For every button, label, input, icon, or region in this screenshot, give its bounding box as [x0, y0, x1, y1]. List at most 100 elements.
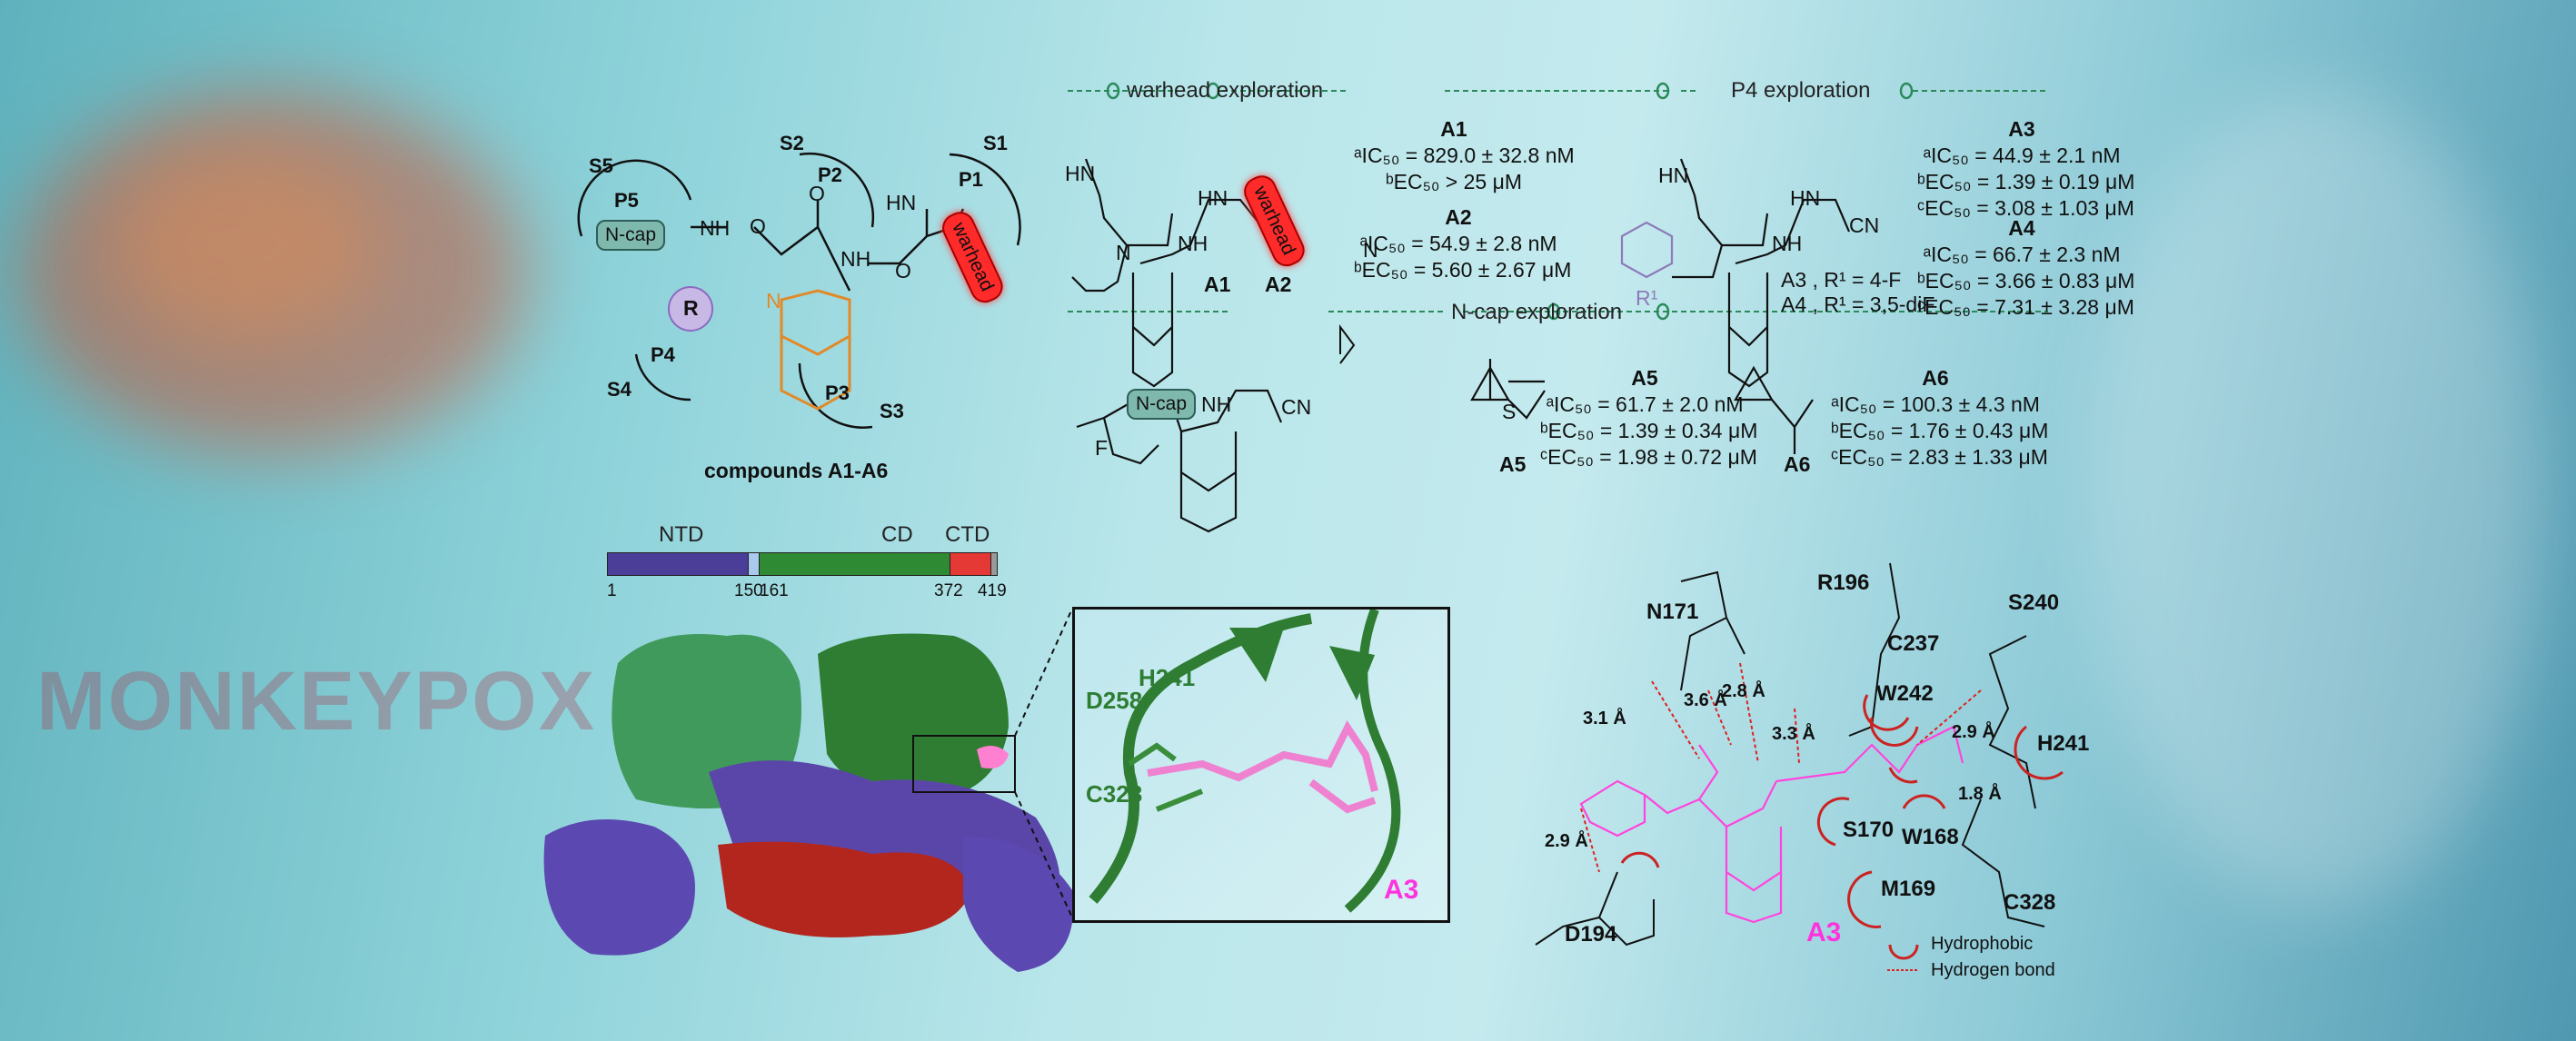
tick-372: 372: [934, 581, 963, 600]
binding-site-inset: D258 H241 C328 A3: [1072, 607, 1450, 923]
residue-c237: C237: [1887, 631, 1940, 656]
r-group-label: R: [683, 296, 699, 320]
scaffold-o-1: O: [750, 214, 766, 238]
scaffold-hn: HN: [886, 191, 917, 214]
a4-name: A4: [2008, 216, 2035, 240]
a1-ec50: ᵇEC₅₀ > 25 μM: [1385, 170, 1523, 193]
distance-3-6: 3.6 Å: [1684, 690, 1727, 710]
a2-ec50: ᵇEC₅₀ = 5.60 ± 2.67 μM: [1354, 258, 1572, 282]
scaffold-nh-2: NH: [840, 247, 871, 271]
a5-name: A5: [1631, 366, 1658, 390]
pocket-s2: S2: [780, 132, 804, 154]
domain-label-cd: CD: [881, 522, 913, 547]
pocket-s3: S3: [880, 400, 904, 422]
a3-r1-definition: A3 , R¹ = 4-F: [1781, 268, 1902, 292]
legend-hydrogen-bond: Hydrogen bond: [1931, 960, 2055, 980]
a6-name: A6: [1922, 366, 1949, 390]
distance-3-3: 3.3 Å: [1772, 724, 1815, 744]
virus-blur-highlight: [109, 145, 382, 345]
a6-label-small: A6: [1784, 452, 1811, 476]
residue-w242: W242: [1876, 681, 1934, 706]
inset-residue-h241: H241: [1139, 664, 1196, 691]
compound-a6-data: A6 ᵃIC₅₀ = 100.3 ± 4.3 nM ᵇEC₅₀ = 1.76 ±…: [1831, 365, 2049, 471]
a2-label-small: A2: [1265, 273, 1292, 296]
hydrogen-bond-lines: [1580, 662, 1982, 873]
subsite-p2: P2: [818, 164, 842, 186]
tick-161: 161: [760, 581, 789, 600]
ncap-f: F: [1095, 436, 1109, 460]
compound-a1-data: A1 ᵃIC₅₀ = 829.0 ± 32.8 nM ᵇEC₅₀ > 25 μM: [1354, 116, 1575, 195]
p4-hn: HN: [1658, 164, 1689, 187]
a1-hn: HN: [1065, 162, 1096, 185]
a4-ec50-b: ᵇEC₅₀ = 3.66 ± 0.83 μM: [1917, 269, 2135, 292]
subsite-p4: P4: [651, 343, 675, 366]
inset-residue-d258: D258: [1086, 687, 1143, 714]
section-p4-exploration: P4 exploration: [1731, 78, 1871, 103]
distance-2-9-h241: 2.9 Å: [1952, 722, 1995, 742]
p4-hn-2: HN: [1790, 186, 1821, 210]
scaffold-n: N: [766, 289, 781, 312]
interaction-ligand-a3: A3: [1806, 917, 1842, 947]
p4-nh: NH: [1772, 232, 1803, 255]
protein-blobs: [543, 633, 1074, 972]
inset-ligand-a3: A3: [1384, 875, 1419, 905]
p4-cn: CN: [1849, 213, 1880, 237]
a2-nitrile-n: N: [1363, 238, 1378, 262]
residue-d194: D194: [1565, 922, 1617, 947]
legend-hydrophobic: Hydrophobic: [1931, 934, 2034, 954]
residue-w168: W168: [1902, 825, 1959, 849]
ncap-cn: CN: [1281, 395, 1312, 419]
legend-hydrophobic-icon: [1888, 944, 1919, 960]
p4-r1: R¹: [1636, 286, 1658, 310]
ncap-label: N-cap: [596, 220, 666, 251]
a6-ic50: ᵃIC₅₀ = 100.3 ± 4.3 nM: [1831, 392, 2040, 416]
a3-ec50-b: ᵇEC₅₀ = 1.39 ± 0.19 μM: [1917, 170, 2135, 193]
a3-name: A3: [2008, 117, 2035, 141]
a2-ic50: ᵃIC₅₀ = 54.9 ± 2.8 nM: [1359, 232, 1557, 255]
distance-1-8: 1.8 Å: [1958, 784, 2002, 804]
ncap-structure-label: N-cap: [1127, 389, 1197, 420]
a6-ec50-c: ᶜEC₅₀ = 2.83 ± 1.33 μM: [1831, 445, 2048, 469]
residue-r196: R196: [1817, 570, 1870, 595]
subsite-p1: P1: [959, 168, 983, 191]
a5-ec50-b: ᵇEC₅₀ = 1.39 ± 0.34 μM: [1540, 419, 1758, 442]
a5-ec50-c: ᶜEC₅₀ = 1.98 ± 0.72 μM: [1540, 445, 1757, 469]
a4-ec50-c: ᶜEC₅₀ = 7.31 ± 3.28 μM: [1917, 295, 2134, 319]
domain-tail: [990, 552, 998, 576]
monkeypox-watermark: MONKEYPOX: [36, 655, 597, 748]
distance-3-1: 3.1 Å: [1583, 709, 1626, 729]
residue-c328: C328: [2004, 890, 2056, 915]
compounds-caption: compounds A1-A6: [704, 459, 889, 482]
a4-r1-definition: A4 , R¹ = 3,5-diF: [1781, 292, 1935, 316]
a1-label-small: A1: [1204, 273, 1231, 296]
distance-2-9-d194: 2.9 Å: [1545, 831, 1588, 851]
a3-ic50: ᵃIC₅₀ = 44.9 ± 2.1 nM: [1923, 144, 2121, 167]
hydrophobic-arcs: [1620, 694, 2064, 928]
scaffold-o-3: O: [895, 259, 911, 283]
residue-h241: H241: [2037, 731, 2090, 756]
pocket-s1: S1: [983, 132, 1008, 154]
network-blur: [2090, 91, 2544, 908]
residue-n171: N171: [1646, 600, 1699, 624]
tick-419: 419: [978, 581, 1007, 600]
inset-structure: [1089, 610, 1401, 913]
domain-ntd: [607, 552, 750, 576]
a6-ec50-b: ᵇEC₅₀ = 1.76 ± 0.43 μM: [1831, 419, 2049, 442]
pocket-s4: S4: [607, 378, 632, 401]
distance-2-8: 2.8 Å: [1722, 681, 1765, 701]
section-warhead-exploration: warhead exploration: [1127, 78, 1324, 103]
subsite-p3: P3: [825, 382, 850, 404]
domain-label-ctd: CTD: [945, 522, 990, 547]
a4-ic50: ᵃIC₅₀ = 66.7 ± 2.3 nM: [1923, 243, 2121, 266]
scaffold-nh-1: NH: [700, 216, 731, 240]
ncap-nh: NH: [1201, 392, 1232, 416]
a3-ec50-c: ᶜEC₅₀ = 3.08 ± 1.03 μM: [1917, 196, 2134, 220]
inset-residue-c328: C328: [1086, 780, 1143, 808]
scaffold-o-2: O: [809, 182, 825, 205]
residue-s240: S240: [2008, 590, 2060, 615]
a5-label-small: A5: [1499, 452, 1527, 476]
a1-ic50: ᵃIC₅₀ = 829.0 ± 32.8 nM: [1354, 144, 1575, 167]
